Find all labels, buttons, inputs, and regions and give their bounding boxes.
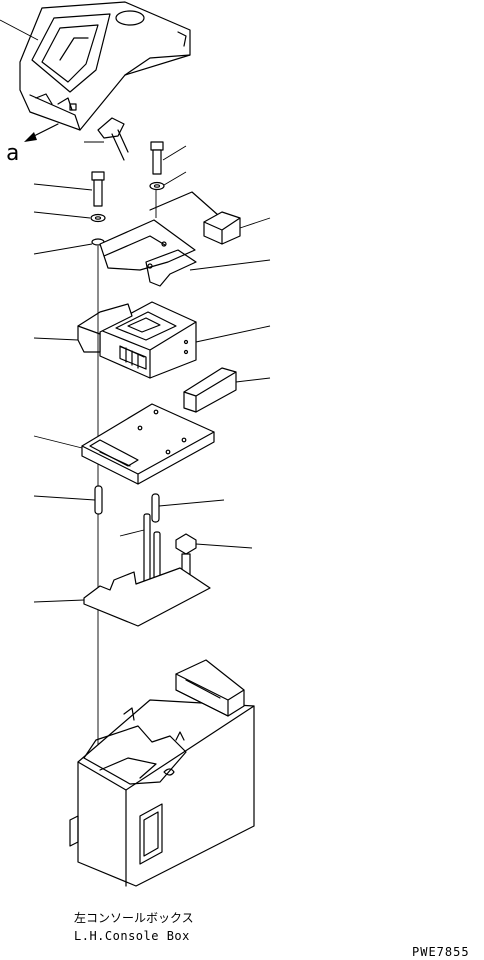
washer [33,238,105,255]
arm-pad [183,367,271,413]
side-pad [33,303,133,353]
pin [151,493,225,523]
washer [33,211,106,223]
base-plate [33,567,211,627]
armrest-cushion [175,659,245,717]
switch-block [203,211,271,245]
bracket-plate [99,191,271,287]
figure-code: PWE7855 [412,945,470,959]
caption-english: L.H.Console Box [74,929,190,943]
view-arrow: a [6,123,59,166]
washer [149,171,187,191]
mounting-plate [33,403,215,485]
pin [33,485,103,515]
callout-leader [0,19,39,41]
hex-bolt-angled [84,117,129,161]
controller-box [99,301,271,379]
hex-bolt [150,141,187,175]
console-box-housing [69,699,255,887]
console-top-cover [19,1,191,131]
view-arrow-label: a [6,141,19,166]
caption-japanese: 左コンソールボックス [74,910,194,925]
hex-bolt [33,171,105,207]
